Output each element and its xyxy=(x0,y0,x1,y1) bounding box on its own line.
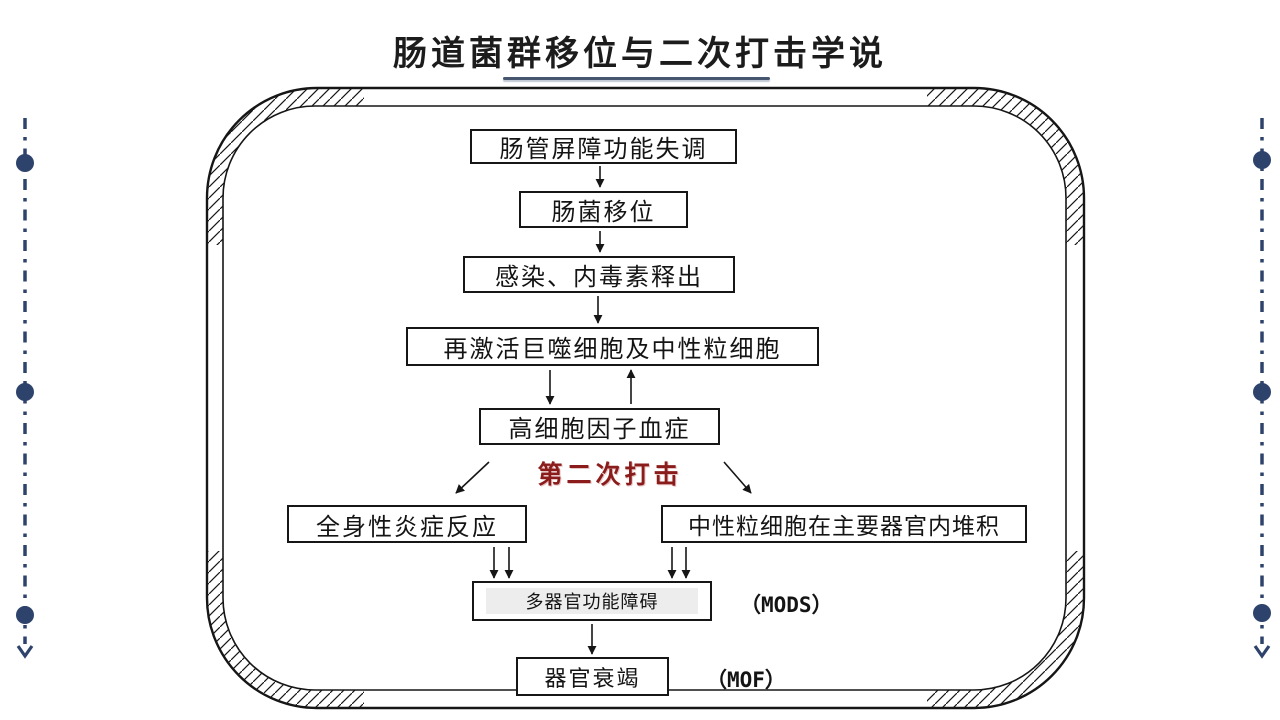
flow-box-systemic-inflammatory-response: 全身性炎症反应 xyxy=(287,505,527,543)
flow-box-infection-endotoxin-release: 感染、内毒素释出 xyxy=(463,256,735,293)
flow-box-intestinal-barrier-dysfunction: 肠管屏障功能失调 xyxy=(470,129,737,164)
flow-box-mods: 多器官功能障碍 xyxy=(472,581,712,621)
title-underline xyxy=(503,77,770,80)
arrow-diagonal-right xyxy=(723,461,752,494)
frame-hatch-top-left xyxy=(207,88,364,245)
side-rule-left xyxy=(16,118,34,659)
mof-abbr-label: （MOF） xyxy=(706,668,786,692)
page-title: 肠道菌群移位与二次打击学说 xyxy=(393,35,887,73)
flow-box-mods-inner: 多器官功能障碍 xyxy=(486,588,698,614)
side-rule-left-arrow-icon xyxy=(16,645,34,659)
flow-box-bacterial-translocation: 肠菌移位 xyxy=(519,191,688,228)
mods-abbr-label: （MODS） xyxy=(740,593,833,617)
frame-hatch-bottom-left xyxy=(207,551,364,708)
flow-box-neutrophil-accumulation-organs: 中性粒细胞在主要器官内堆积 xyxy=(661,505,1027,543)
arrow-diagonal-left xyxy=(455,461,490,494)
frame-hatch-top-right xyxy=(927,88,1084,245)
flow-box-hypercytokinemia: 高细胞因子血症 xyxy=(479,408,720,445)
frame-hatch-bottom-right xyxy=(927,551,1084,708)
flow-box-organ-failure: 器官衰竭 xyxy=(516,657,669,696)
flow-box-reactivate-macrophages-neutrophils: 再激活巨噬细胞及中性粒细胞 xyxy=(406,327,819,366)
side-rule-right xyxy=(1253,118,1271,659)
second-hit-label: 第二次打击 xyxy=(537,461,683,489)
flow-arrows xyxy=(455,166,752,655)
side-rule-right-arrow-icon xyxy=(1253,645,1271,659)
